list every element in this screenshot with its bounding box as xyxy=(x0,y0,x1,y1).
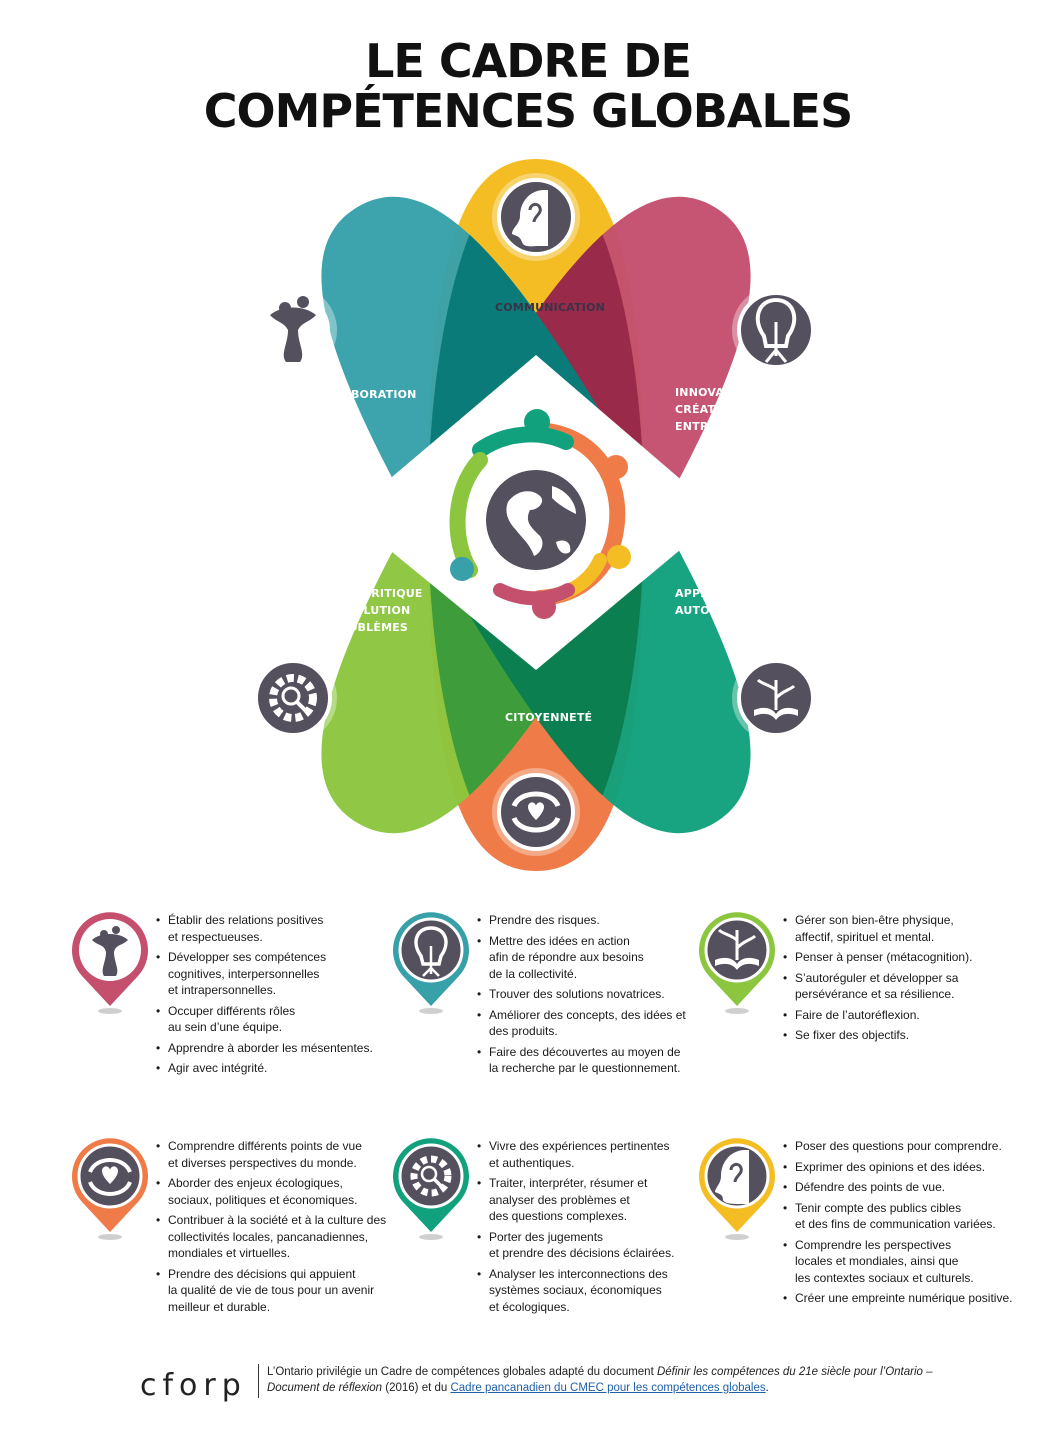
list-item: Agir avec intégrité. xyxy=(156,1060,396,1077)
competency-flower-diagram xyxy=(249,159,820,871)
gear-magnifier-icon xyxy=(393,1138,469,1240)
label-innovation: INNOVATION, CRÉATIVITÉ ET ENTREPRENEURIA… xyxy=(675,386,796,433)
bullet-list-apprentissage: Gérer son bien-être physique, affectif, … xyxy=(783,912,1013,1048)
list-item: Comprendre différents points de vue et d… xyxy=(156,1138,396,1171)
footer: cforp L’Ontario privilégie un Cadre de c… xyxy=(140,1362,940,1403)
footer-document-title: Définir les compétences du 21e siècle po… xyxy=(267,1366,933,1394)
list-item: Vivre des expériences pertinentes et aut… xyxy=(477,1138,717,1171)
bullet-list-innovation: Prendre des risques. Mettre des idées en… xyxy=(477,912,717,1081)
list-item: Comprendre les perspectives locales et m… xyxy=(783,1237,1033,1287)
label-apprentissage: APPRENTISSAGE AUTONOME xyxy=(675,587,780,617)
pensee-petal-icon xyxy=(249,654,337,742)
list-item: Prendre des risques. xyxy=(477,912,717,929)
list-item: Trouver des solutions novatrices. xyxy=(477,986,717,1003)
collaboration-petal-icon xyxy=(249,286,337,374)
list-item: Occuper différents rôles au sein d’une é… xyxy=(156,1003,396,1036)
list-item: Apprendre à aborder les mésententes. xyxy=(156,1040,396,1057)
footer-text-part-1: L’Ontario privilégie un Cadre de compéte… xyxy=(267,1366,657,1378)
apprentissage-petal-icon xyxy=(732,654,820,742)
citoyennete-petal-icon xyxy=(492,768,580,856)
list-item: Faire de l’autoréflexion. xyxy=(783,1007,1013,1024)
ear-head-icon xyxy=(699,1138,775,1240)
list-item: Penser à penser (métacognition). xyxy=(783,949,1013,966)
list-item: Poser des questions pour comprendre. xyxy=(783,1138,1033,1155)
collaboration-heads-icon xyxy=(72,912,148,1014)
list-item: Défendre des points de vue. xyxy=(783,1179,1033,1196)
list-item: Porter des jugements et prendre des déci… xyxy=(477,1229,717,1262)
list-item: Traiter, interpréter, résumer et analyse… xyxy=(477,1175,717,1225)
list-item: Aborder des enjeux écologiques, sociaux,… xyxy=(156,1175,396,1208)
globe-people-icon xyxy=(449,409,631,619)
book-plant-icon xyxy=(699,912,775,1014)
bullet-list-citoyennete: Comprendre différents points de vue et d… xyxy=(156,1138,396,1319)
innovation-petal-icon xyxy=(732,286,820,374)
bullet-list-communication: Poser des questions pour comprendre. Exp… xyxy=(783,1138,1033,1311)
label-communication: COMMUNICATION xyxy=(495,301,606,314)
footer-text-part-3: . xyxy=(765,1382,769,1394)
list-item: Analyser les interconnections des systèm… xyxy=(477,1266,717,1316)
list-item: Faire des découvertes au moyen de la rec… xyxy=(477,1044,717,1077)
lightbulb-icon xyxy=(393,912,469,1014)
footer-divider xyxy=(258,1364,259,1398)
cmec-framework-link[interactable]: Cadre pancanadien du CMEC pour les compé… xyxy=(450,1382,766,1394)
list-item: Créer une empreinte numérique positive. xyxy=(783,1290,1033,1307)
list-item: Développer ses compétences cognitives, i… xyxy=(156,949,396,999)
page-title-line-1: LE CADRE DE xyxy=(365,34,692,88)
list-item: S’autoréguler et développer sa persévéra… xyxy=(783,970,1013,1003)
page-title-line-2: COMPÉTENCES GLOBALES xyxy=(203,84,853,138)
list-item: Exprimer des opinions et des idées. xyxy=(783,1159,1033,1176)
hands-heart-icon xyxy=(72,1138,148,1240)
list-item: Mettre des idées en action afin de répon… xyxy=(477,933,717,983)
bullet-list-pensee-critique: Vivre des expériences pertinentes et aut… xyxy=(477,1138,717,1319)
list-item: Gérer son bien-être physique, affectif, … xyxy=(783,912,1013,945)
label-collaboration: COLLABORATION xyxy=(310,388,417,401)
list-item: Améliorer des concepts, des idées et des… xyxy=(477,1007,717,1040)
footer-text-part-2: (2016) et du xyxy=(382,1382,451,1394)
list-item: Tenir compte des publics cibles et des f… xyxy=(783,1200,1033,1233)
communication-petal-icon xyxy=(492,173,580,261)
label-pensee-critique: PENSÉE CRITIQUE ET RÉSOLUTION DE PROBLÈM… xyxy=(310,587,423,634)
list-item: Contribuer à la société et à la culture … xyxy=(156,1212,396,1262)
bullet-list-collaboration: Établir des relations positives et respe… xyxy=(156,912,396,1081)
list-item: Établir des relations positives et respe… xyxy=(156,912,396,945)
label-citoyennete: CITOYENNETÉ xyxy=(505,711,593,724)
list-item: Se fixer des objectifs. xyxy=(783,1027,1013,1044)
footer-text: L’Ontario privilégie un Cadre de compéte… xyxy=(267,1364,947,1396)
cforp-logo: cforp xyxy=(140,1368,247,1403)
list-item: Prendre des décisions qui appuient la qu… xyxy=(156,1266,396,1316)
